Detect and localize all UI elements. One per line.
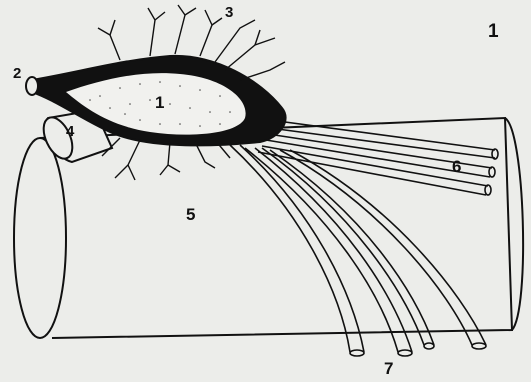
label-fiber-bundle-upper: 6 [452,158,461,175]
figure-number: 1 [488,22,499,41]
label-large-cylinder: 5 [186,206,195,223]
label-fiber-bundle-lower: 7 [384,360,393,377]
fiber-bundle-lower [230,145,486,356]
label-dendrites: 3 [225,5,233,20]
label-ganglion: 1 [155,94,164,111]
label-opening: 2 [13,66,21,81]
label-small-cylinder: 4 [66,124,74,139]
